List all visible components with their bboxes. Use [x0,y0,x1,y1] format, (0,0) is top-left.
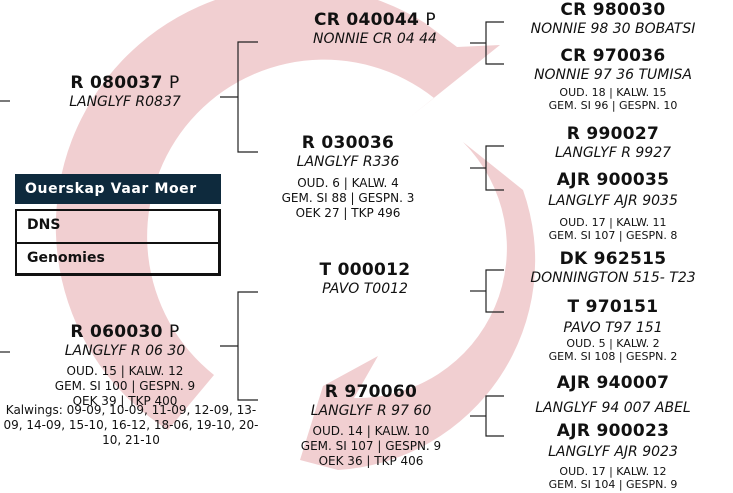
sire-dam-code: T 000012 [280,260,450,280]
tab-vaar[interactable]: Vaar [111,181,149,197]
sire-dam-name: PAVO T0012 [280,280,450,298]
dam-dam-stat-line: GEM. SI 107 | GESPN. 9 [276,439,466,454]
sire-name: LANGLYF R0837 [30,93,220,111]
dam-code-text: R 060030 [70,322,162,342]
tab-option-list: DNS Genomies [15,209,221,276]
dam-dam-node[interactable]: R 970060 LANGLYF R 97 60 OUD. 14 | KALW.… [276,382,466,469]
dam-dam-stats: OUD. 14 | KALW. 10 GEM. SI 107 | GESPN. … [276,424,466,469]
main-stat-line: GEM. SI 88 | GESPN. 3 [268,191,428,206]
dd-sire-name: LANGLYF 94 007 ABEL [513,399,713,417]
ds-dam-stat-line: GEM. SI 108 | GESPN. 2 [513,350,713,363]
dam-dam-stat-line: OUD. 14 | KALW. 10 [276,424,466,439]
sd-dam-name: LANGLYF AJR 9035 [513,192,713,210]
ss-dam-node[interactable]: CR 970036 NONNIE 97 36 TUMISA OUD. 18 | … [513,46,713,112]
sd-sire-code: R 990027 [513,124,713,144]
main-name: LANGLYF R336 [268,153,428,171]
ss-dam-stat-line: GEM. SI 96 | GESPN. 10 [513,99,713,112]
ss-dam-stat-line: OUD. 18 | KALW. 15 [513,86,713,99]
sd-dam-stat-line: GEM. SI 107 | GESPN. 8 [513,229,713,242]
sd-dam-stat-line: OUD. 17 | KALW. 11 [513,216,713,229]
tab-option-dns[interactable]: DNS [17,211,218,242]
sire-sire-node[interactable]: CR 040044 P NONNIE CR 04 44 [280,10,470,48]
ss-dam-stats: OUD. 18 | KALW. 15 GEM. SI 96 | GESPN. 1… [513,86,713,112]
dam-stat-line: GEM. SI 100 | GESPN. 9 [30,379,220,394]
ds-sire-name: DONNINGTON 515- T23 [513,269,713,287]
ds-dam-stat-line: OUD. 5 | KALW. 2 [513,337,713,350]
sd-dam-node[interactable]: AJR 900035 LANGLYF AJR 9035 OUD. 17 | KA… [513,170,713,242]
ss-dam-code: CR 970036 [513,46,713,66]
ds-dam-code: T 970151 [513,297,713,317]
calving-dates: Kalwings: 09-09, 10-09, 11-09, 12-09, 13… [0,403,262,448]
dd-dam-node[interactable]: AJR 900023 LANGLYF AJR 9023 OUD. 17 | KA… [513,421,713,491]
sd-sire-node[interactable]: R 990027 LANGLYF R 9927 [513,124,713,162]
dd-dam-stats: OUD. 17 | KALW. 12 GEM. SI 104 | GESPN. … [513,465,713,491]
tab-ouerskap[interactable]: Ouerskap [25,181,105,197]
dam-flag: P [169,322,180,342]
tab-moer[interactable]: Moer [154,181,196,197]
info-tabs: Ouerskap Vaar Moer DNS Genomies [15,174,221,276]
main-stats: OUD. 6 | KALW. 4 GEM. SI 88 | GESPN. 3 O… [268,176,428,221]
dam-dam-name: LANGLYF R 97 60 [276,402,466,420]
sire-flag: P [169,73,180,93]
sire-sire-code-text: CR 040044 [314,10,419,30]
main-animal: R 030036 LANGLYF R336 OUD. 6 | KALW. 4 G… [268,133,428,221]
ds-dam-node[interactable]: T 970151 PAVO T97 151 OUD. 5 | KALW. 2 G… [513,297,713,363]
ss-sire-code: CR 980030 [513,0,713,20]
dam-dam-code: R 970060 [276,382,466,402]
dd-dam-name: LANGLYF AJR 9023 [513,443,713,461]
dd-sire-node[interactable]: AJR 940007 LANGLYF 94 007 ABEL [513,373,713,417]
dam-stat-line: OUD. 15 | KALW. 12 [30,364,220,379]
main-stat-line: OUD. 6 | KALW. 4 [268,176,428,191]
sire-code-text: R 080037 [70,73,162,93]
dd-dam-stat-line: OUD. 17 | KALW. 12 [513,465,713,478]
main-stat-line: OEK 27 | TKP 496 [268,206,428,221]
sire-sire-flag: P [425,10,436,30]
dam-code: R 060030 P [30,322,220,342]
sd-dam-code: AJR 900035 [513,170,713,190]
tab-option-genomies[interactable]: Genomies [17,242,218,273]
ss-sire-name: NONNIE 98 30 BOBATSI [513,20,713,38]
dam-node[interactable]: R 060030 P LANGLYF R 06 30 OUD. 15 | KAL… [30,322,220,409]
sire-sire-code: CR 040044 P [280,10,470,30]
sire-node[interactable]: R 080037 P LANGLYF R0837 [30,73,220,111]
dd-sire-code: AJR 940007 [513,373,713,393]
ds-dam-stats: OUD. 5 | KALW. 2 GEM. SI 108 | GESPN. 2 [513,337,713,363]
tab-header-bar: Ouerskap Vaar Moer [15,174,221,204]
sire-code: R 080037 P [30,73,220,93]
ds-dam-name: PAVO T97 151 [513,319,713,337]
dd-dam-code: AJR 900023 [513,421,713,441]
dam-name: LANGLYF R 06 30 [30,342,220,360]
dam-dam-stat-line: OEK 36 | TKP 406 [276,454,466,469]
sd-dam-stats: OUD. 17 | KALW. 11 GEM. SI 107 | GESPN. … [513,216,713,242]
ds-sire-code: DK 962515 [513,249,713,269]
sd-sire-name: LANGLYF R 9927 [513,144,713,162]
sire-dam-node[interactable]: T 000012 PAVO T0012 [280,260,450,298]
sire-sire-name: NONNIE CR 04 44 [280,30,470,48]
ss-dam-name: NONNIE 97 36 TUMISA [513,66,713,84]
ds-sire-node[interactable]: DK 962515 DONNINGTON 515- T23 [513,249,713,287]
main-code: R 030036 [268,133,428,153]
ss-sire-node[interactable]: CR 980030 NONNIE 98 30 BOBATSI [513,0,713,38]
dd-dam-stat-line: GEM. SI 104 | GESPN. 9 [513,478,713,491]
